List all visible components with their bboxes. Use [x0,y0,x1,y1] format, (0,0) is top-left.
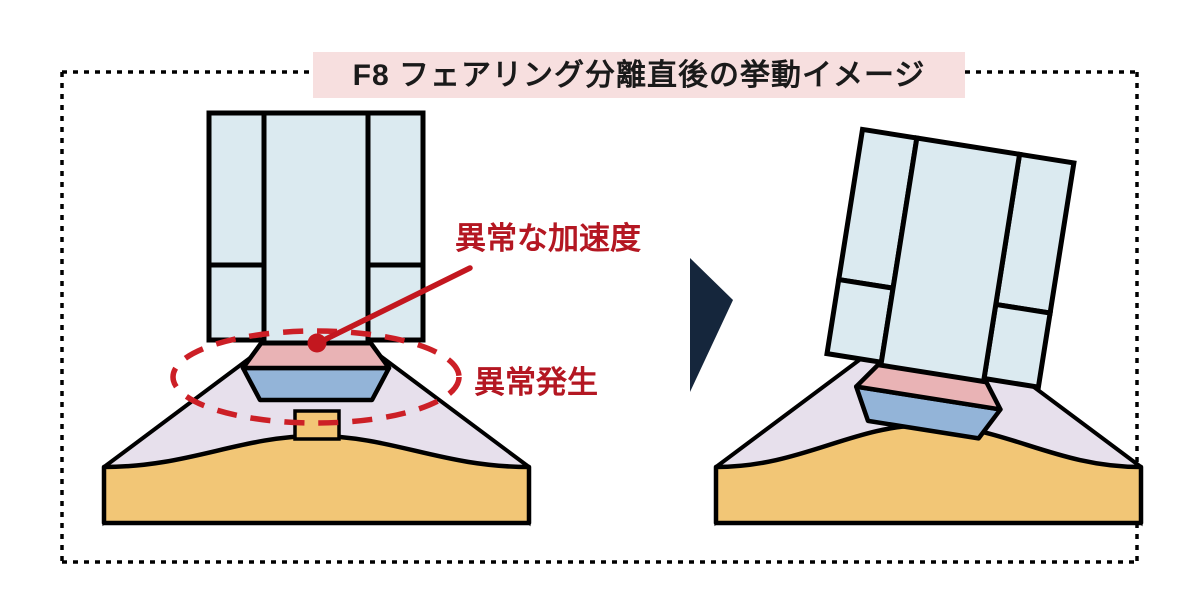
title-banner: F8 フェアリング分離直後の挙動イメージ [313,52,965,98]
figure-title: F8 フェアリング分離直後の挙動イメージ [353,58,926,92]
diagram-frame [60,70,1139,564]
annotation-anomaly-occurrence: 異常発生 [474,365,598,400]
stage-before-upright [101,110,532,527]
tilted-rocket-body [824,126,1077,441]
fairing-panel-left-lower [206,262,267,343]
fairing-panel-right-rocket-center [878,135,1023,385]
callout-leader-line [315,265,473,346]
launch-base-right [713,350,1144,527]
annotation-abnormal-acceleration: 異常な加速度 [455,221,641,256]
acceleration-callout-leader [307,265,473,353]
engine-section-left [240,339,392,403]
fairing-panel-right-upper [365,110,426,268]
transition-arrow-icon [690,258,733,392]
engine-blue-trapezoid-left [240,365,392,403]
stage-after-tilted [713,126,1144,527]
launch-base-left [101,350,532,527]
fairing-panel-left-upper [206,110,267,268]
fairing-panel-center [261,110,371,346]
title-banner-background [313,52,965,98]
anomaly-point-marker [307,333,327,353]
anomaly-highlight-ellipse [170,328,462,426]
